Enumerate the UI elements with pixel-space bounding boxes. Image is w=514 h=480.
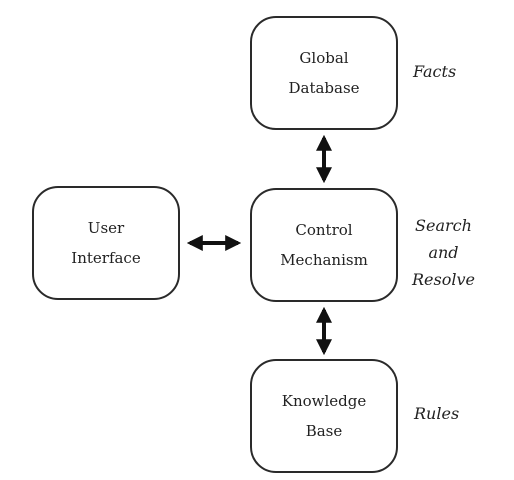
global-database-box: Global Database xyxy=(250,16,398,130)
user-interface-line2: Interface xyxy=(71,249,141,267)
knowledge-base-line1: Knowledge xyxy=(281,392,367,410)
control-mechanism-box: Control Mechanism xyxy=(250,188,398,302)
search-label-line2: and xyxy=(428,243,459,262)
global-database-line1: Global xyxy=(299,49,349,67)
knowledge-base-line2: Base xyxy=(305,422,343,440)
search-label-line3: Resolve xyxy=(412,270,475,289)
rules-label: Rules xyxy=(414,404,460,423)
search-and-resolve-label: Search and Resolve xyxy=(412,212,475,293)
control-mechanism-line2: Mechanism xyxy=(280,251,368,269)
control-mechanism-line1: Control xyxy=(295,221,353,239)
user-interface-box: User Interface xyxy=(32,186,180,300)
global-database-line2: Database xyxy=(288,79,360,97)
user-interface-line1: User xyxy=(87,219,125,237)
search-label-line1: Search xyxy=(415,216,472,235)
facts-label: Facts xyxy=(413,62,457,81)
knowledge-base-box: Knowledge Base xyxy=(250,359,398,473)
